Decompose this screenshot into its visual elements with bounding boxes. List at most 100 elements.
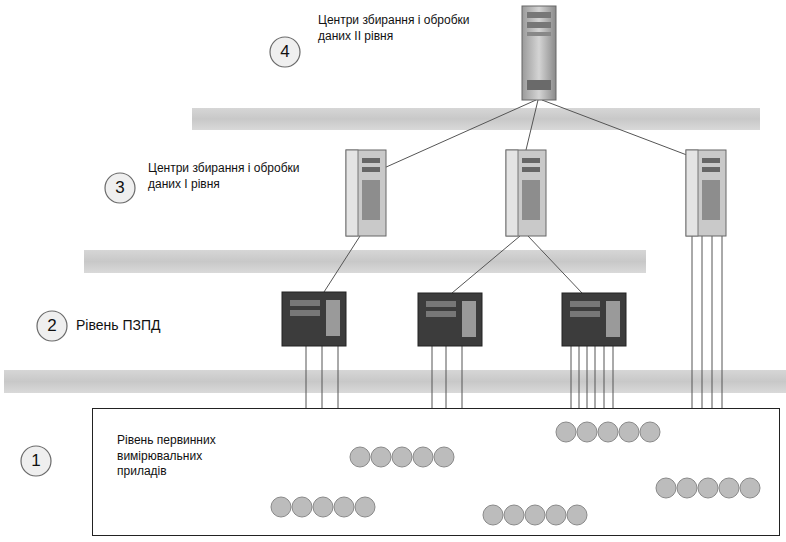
data-device <box>282 292 346 346</box>
wire <box>722 236 723 408</box>
circle-text-holder: 3 <box>104 172 136 204</box>
level-number-circle: 3 <box>104 172 136 204</box>
wire <box>692 236 693 408</box>
wire <box>712 236 713 408</box>
wire <box>324 236 360 292</box>
server-side <box>686 150 698 236</box>
wire <box>338 346 339 408</box>
device-body <box>282 292 346 346</box>
server-bay <box>527 32 551 36</box>
level-band <box>4 370 786 393</box>
sensor <box>740 478 760 498</box>
circle-text-holder: 2 <box>36 310 68 342</box>
wire <box>702 236 703 408</box>
circle-text-holder: 1 <box>20 445 52 477</box>
sensor <box>371 447 391 467</box>
level-number-circle: 1 <box>20 445 52 477</box>
tower-server <box>686 150 726 236</box>
sensor <box>271 497 291 517</box>
level-label: Рівень ПЗПД <box>76 316 161 335</box>
callout-number: 3 <box>115 177 124 199</box>
device-body <box>418 293 482 346</box>
callout-number: 1 <box>31 450 40 472</box>
tower-server <box>506 150 546 236</box>
circle-shape <box>21 446 51 476</box>
data-device <box>562 293 626 346</box>
server-bay <box>362 158 380 163</box>
server-body <box>346 150 386 236</box>
network-wires <box>306 100 722 408</box>
wire <box>306 346 307 408</box>
callout-number: 2 <box>47 315 56 337</box>
level-number-circle: 2 <box>36 310 68 342</box>
sensor <box>350 447 370 467</box>
sensor <box>525 505 545 525</box>
sensor <box>619 422 639 442</box>
device-bay <box>570 301 600 307</box>
device-bay <box>290 310 320 316</box>
server-body <box>522 6 556 100</box>
sensor <box>719 478 739 498</box>
sensor <box>698 478 718 498</box>
sensor <box>413 447 433 467</box>
wire <box>462 346 463 408</box>
sensor <box>556 422 576 442</box>
server-bay <box>527 12 551 18</box>
wire <box>587 346 588 408</box>
device-panel <box>462 301 476 337</box>
circle-text-holder: 4 <box>269 36 301 68</box>
server-bay <box>362 167 380 172</box>
device-bay <box>290 300 320 306</box>
wire <box>446 346 447 408</box>
sensor <box>334 497 354 517</box>
wire <box>542 100 700 160</box>
level-title: Рівень первинних вимірювальних приладів <box>117 433 233 480</box>
server-body <box>506 150 546 236</box>
sensor <box>355 497 375 517</box>
wire <box>528 236 582 293</box>
level-number-circle: 4 <box>269 36 301 68</box>
server-bay <box>527 80 551 90</box>
wire <box>526 100 538 150</box>
device-panel <box>606 301 620 337</box>
sensor <box>292 497 312 517</box>
server-bay <box>527 22 551 28</box>
wire <box>432 346 433 408</box>
wire <box>604 346 605 408</box>
server-panel <box>702 180 720 220</box>
level-box: Рівень первинних вимірювальних приладів <box>92 408 780 536</box>
server-bay <box>522 167 540 172</box>
server-bay <box>522 158 540 163</box>
sensor <box>504 505 524 525</box>
server-side <box>346 150 358 236</box>
server-bay <box>702 158 720 163</box>
sensor <box>598 422 618 442</box>
level-band <box>84 250 646 273</box>
wire <box>571 346 572 408</box>
server-panel <box>362 180 380 220</box>
server-panel <box>522 180 540 220</box>
level-label: Центри збирання і обробки даних ІІ рівня <box>318 12 470 44</box>
sensor <box>640 422 660 442</box>
data-device <box>418 293 482 346</box>
server-side <box>506 150 518 236</box>
wire <box>613 346 614 408</box>
sensor <box>483 505 503 525</box>
sensor <box>677 478 697 498</box>
circle-shape <box>105 173 135 203</box>
sensor <box>577 422 597 442</box>
circle-shape <box>37 311 67 341</box>
device-body <box>562 293 626 346</box>
tower-server <box>346 150 386 236</box>
device-panel <box>326 300 340 336</box>
device-bay <box>570 311 600 317</box>
sensor <box>656 478 676 498</box>
device-bay <box>426 301 456 307</box>
server-bay <box>702 167 720 172</box>
wire <box>579 346 580 408</box>
device-bay <box>426 311 456 317</box>
callout-number: 4 <box>280 41 289 63</box>
server-body <box>686 150 726 236</box>
sensor <box>546 505 566 525</box>
